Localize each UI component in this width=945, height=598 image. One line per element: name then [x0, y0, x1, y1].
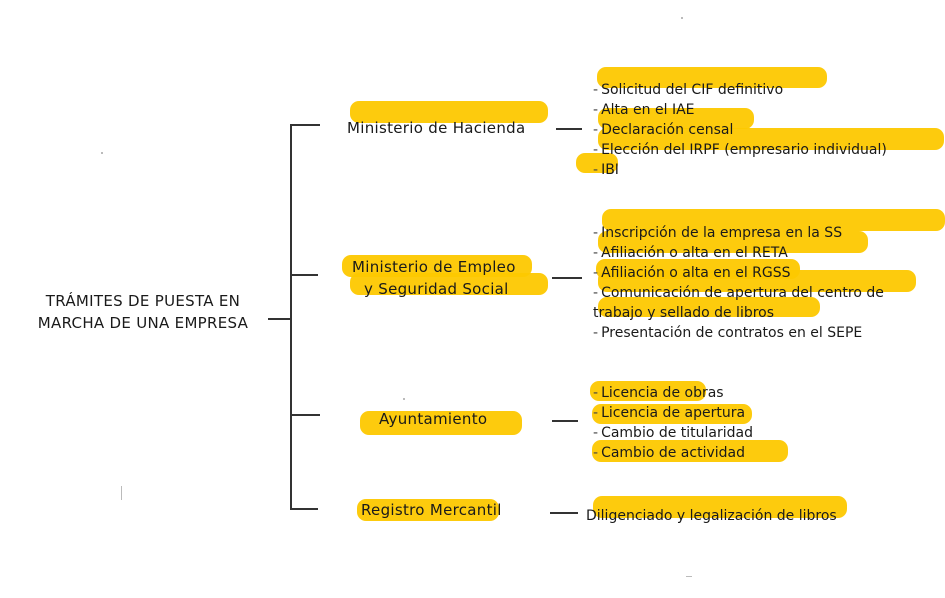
item-ayuntamiento-4: -Cambio de actividad [593, 445, 745, 461]
branch-ayuntamiento [290, 414, 320, 416]
category-ayuntamiento: Ayuntamiento [379, 410, 488, 428]
highlight [598, 108, 754, 129]
connector-empleo [552, 277, 582, 279]
highlight [598, 128, 944, 150]
highlight [598, 231, 868, 253]
item-empleo-3: -Afiliación o alta en el RGSS [593, 265, 791, 281]
main-bracket-vertical [290, 124, 292, 508]
category-empleo-line1: Ministerio de Empleo [352, 258, 516, 276]
highlight [602, 209, 945, 231]
item-empleo-1: -Inscripción de la empresa en la SS [593, 225, 843, 241]
connector-hacienda [556, 128, 582, 130]
item-empleo-2: -Afiliación o alta en el RETA [593, 245, 788, 261]
highlight [592, 404, 752, 424]
scan-speck [101, 152, 103, 154]
category-hacienda: Ministerio de Hacienda [347, 119, 526, 137]
branch-registro [290, 508, 318, 510]
highlight [350, 273, 548, 295]
highlight [593, 496, 847, 518]
highlight [576, 153, 618, 173]
highlight [360, 411, 522, 435]
highlight [350, 101, 548, 123]
branch-hacienda [290, 124, 320, 126]
item-empleo-5: -Presentación de contratos en el SEPE [593, 325, 863, 341]
item-hacienda-5: -IBI [593, 162, 619, 178]
item-hacienda-1: -Solicitud del CIF definitivo [593, 82, 784, 98]
item-ayuntamiento-1: -Licencia de obras [593, 385, 724, 401]
highlight [598, 297, 820, 317]
root-title-line2: MARCHA DE UNA EMPRESA [37, 314, 249, 332]
scan-speck [403, 398, 405, 400]
item-ayuntamiento-2: -Licencia de apertura [593, 405, 746, 421]
connector-ayuntamiento [552, 420, 578, 422]
category-empleo-line2: y Seguridad Social [364, 280, 509, 298]
branch-empleo [290, 274, 318, 276]
item-hacienda-2: -Alta en el IAE [593, 102, 695, 118]
category-registro: Registro Mercantil [361, 501, 502, 519]
item-hacienda-4: -Elección del IRPF (empresario individua… [593, 142, 887, 158]
scan-speck [681, 17, 683, 19]
connector-registro [550, 512, 578, 514]
highlight [598, 270, 916, 292]
highlight [597, 67, 827, 88]
root-title-line1: TRÁMITES DE PUESTA EN [45, 292, 241, 310]
item-registro-1: Diligenciado y legalización de libros [586, 508, 837, 524]
item-hacienda-3: -Declaración censal [593, 122, 734, 138]
highlight [592, 440, 788, 462]
item-ayuntamiento-3: -Cambio de titularidad [593, 425, 754, 441]
root-connector [268, 318, 290, 320]
item-empleo-4: -Comunicación de apertura del centro de … [593, 285, 884, 321]
highlight [357, 499, 499, 521]
highlight [590, 381, 706, 401]
highlight [342, 255, 532, 277]
scan-speck [121, 486, 122, 500]
scan-speck [686, 576, 692, 577]
root-title: TRÁMITES DE PUESTA EN MARCHA DE UNA EMPR… [28, 290, 258, 334]
